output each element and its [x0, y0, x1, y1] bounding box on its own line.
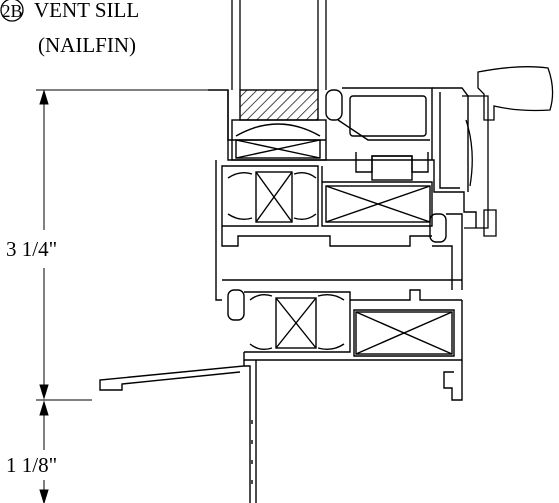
dim-arrow-top — [39, 89, 49, 105]
foam-block-upper — [325, 185, 431, 223]
title-line-2: (NAILFIN) — [38, 33, 136, 57]
sash-handle — [462, 66, 554, 237]
glazing-gasket-frame — [429, 213, 447, 243]
foam-block-lower — [355, 311, 453, 355]
frame-upper-chamber — [215, 160, 463, 301]
frame-lower-chamber — [222, 279, 463, 401]
detail-number-bubble — [0, 0, 24, 22]
detail-title: 2B VENT SILL (NAILFIN) — [0, 0, 139, 57]
dimension-lines — [36, 89, 208, 503]
setting-block-upper — [235, 139, 321, 159]
spacer-hatched-block — [239, 89, 319, 121]
title-line-1: VENT SILL — [34, 0, 139, 22]
glazing-gasket-upper — [325, 89, 343, 121]
dim-arrow-mid-up — [39, 384, 49, 400]
glass-lites — [231, 0, 327, 90]
detail-number: 2B — [1, 1, 22, 21]
dimension-label-3-1-4: 3 1/4" — [6, 237, 57, 261]
dimension-label-1-1-8: 1 1/8" — [6, 453, 57, 477]
nailfin-sill — [99, 360, 257, 503]
thermal-strut-upper — [255, 171, 293, 223]
weather-gasket-lower — [227, 289, 245, 321]
thermal-strut-lower — [275, 297, 317, 349]
dim-arrow-bottom — [39, 489, 49, 503]
vent-sash-frame — [208, 87, 477, 228]
